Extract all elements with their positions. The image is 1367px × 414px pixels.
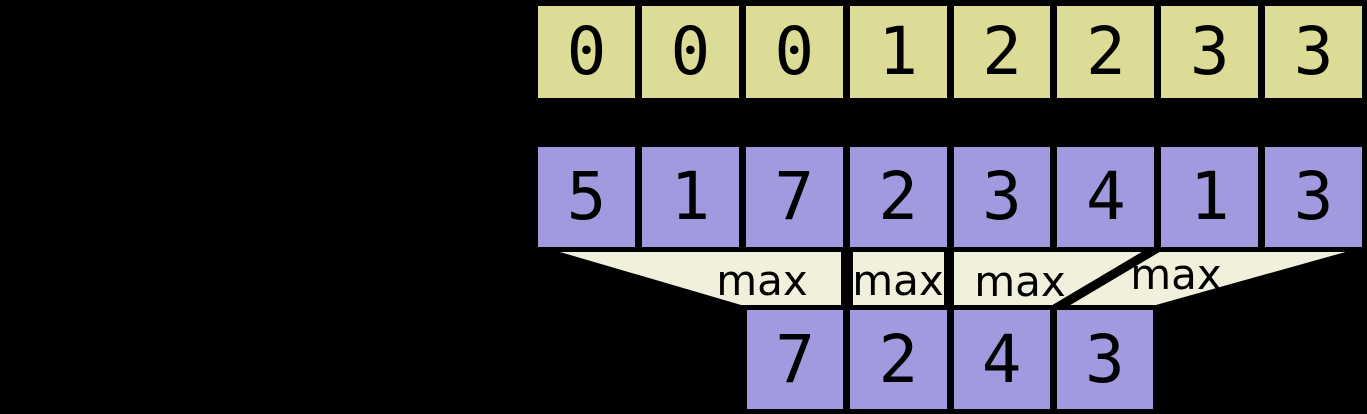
data-cell-1: 1 bbox=[641, 147, 739, 247]
segment-id-cell-0: 0 bbox=[538, 6, 635, 98]
segment-id-cell-3: 1 bbox=[849, 6, 947, 98]
segment-id-cell-6: 3 bbox=[1161, 6, 1259, 98]
segment-id-cell-1: 0 bbox=[641, 6, 739, 98]
result-row: 7 2 4 3 bbox=[747, 310, 1153, 409]
segment-id-cell-4: 2 bbox=[953, 6, 1051, 98]
funnel-shape-segment1 bbox=[849, 248, 948, 309]
funnel-shape-segment2 bbox=[950, 248, 1157, 309]
funnel-shape-segment0 bbox=[545, 248, 845, 309]
data-cell-7: 3 bbox=[1265, 147, 1362, 247]
funnel-shape-segment3 bbox=[1055, 248, 1361, 309]
result-cell-3: 3 bbox=[1056, 310, 1153, 409]
max-label-segment3: max bbox=[1130, 250, 1222, 299]
data-cell-4: 3 bbox=[953, 147, 1051, 247]
result-cell-2: 4 bbox=[953, 310, 1050, 409]
segment-id-cell-2: 0 bbox=[745, 6, 843, 98]
data-cell-2: 7 bbox=[745, 147, 843, 247]
data-cell-3: 2 bbox=[849, 147, 947, 247]
result-cell-1: 2 bbox=[850, 310, 947, 409]
segment-ids-row: 0 0 0 1 2 2 3 3 bbox=[538, 6, 1362, 98]
data-cell-5: 4 bbox=[1057, 147, 1155, 247]
data-cell-0: 5 bbox=[538, 147, 635, 247]
max-label-segment2: max bbox=[974, 257, 1066, 306]
segment-id-cell-5: 2 bbox=[1057, 6, 1155, 98]
data-cell-6: 1 bbox=[1161, 147, 1259, 247]
max-label-segment0: max bbox=[716, 256, 808, 305]
max-label-segment1: max bbox=[852, 256, 944, 305]
result-cell-0: 7 bbox=[747, 310, 844, 409]
segment-id-cell-7: 3 bbox=[1265, 6, 1362, 98]
data-row: 5 1 7 2 3 4 1 3 bbox=[538, 147, 1362, 247]
